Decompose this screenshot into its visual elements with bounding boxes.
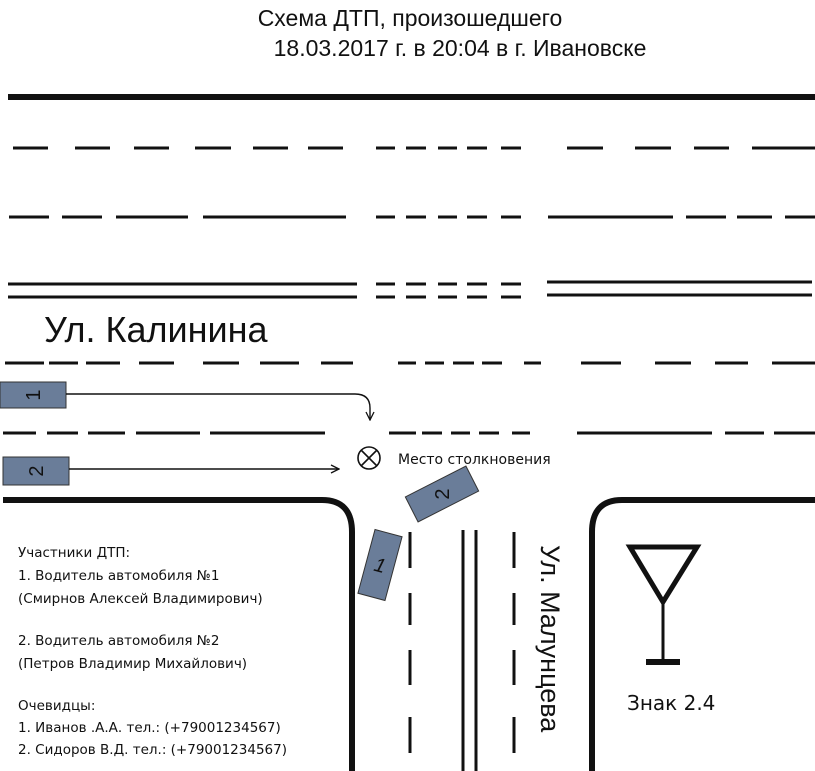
vehicle-2-crashed-label: 2	[432, 488, 454, 499]
driver-2: 2. Водитель автомобиля №2	[18, 633, 219, 649]
driver-1: 1. Водитель автомобиля №1	[18, 568, 219, 584]
street-label-vertical: Ул. Малунцева	[535, 545, 565, 733]
circle-x-icon	[357, 446, 381, 470]
witness-2: 2. Сидоров В.Д. тел.: (+79001234567)	[18, 742, 287, 758]
road-edge-left-corner	[3, 497, 355, 771]
vehicle-2: 2	[2, 456, 70, 486]
title-line-1: Схема ДТП, произошедшего	[258, 5, 563, 31]
vehicle-1: 1	[0, 381, 67, 409]
sign-label: Знак 2.4	[627, 691, 715, 715]
driver-2-name: (Петров Владимир Михайлович)	[18, 656, 247, 672]
vehicle-2-crashed: 2	[404, 465, 480, 523]
vehicle-1-label: 1	[23, 389, 45, 400]
vertical-lane-markings	[408, 532, 516, 753]
vehicle-1-crashed-label: 1	[372, 554, 388, 578]
vehicle-2-label: 2	[26, 465, 48, 476]
road-edge-right-corner	[589, 497, 815, 771]
title-line-2: 18.03.2017 г. в 20:04 в г. Ивановске	[274, 35, 647, 61]
vehicle-1-trajectory-arrow	[66, 393, 370, 420]
lane-markings	[3, 146, 815, 435]
yield-sign-icon	[625, 544, 702, 665]
driver-1-name: (Смирнов Алексей Владимирович)	[18, 591, 263, 607]
witness-1: 1. Иванов .А.А. тел.: (+79001234567)	[18, 720, 281, 736]
collision-label: Место столкновения	[398, 452, 551, 468]
street-label-horizontal: Ул. Калинина	[44, 309, 268, 350]
witnesses-heading: Очевидцы:	[18, 698, 95, 714]
vehicle-1-crashed: 1	[357, 528, 403, 602]
participants-heading: Участники ДТП:	[18, 545, 130, 561]
